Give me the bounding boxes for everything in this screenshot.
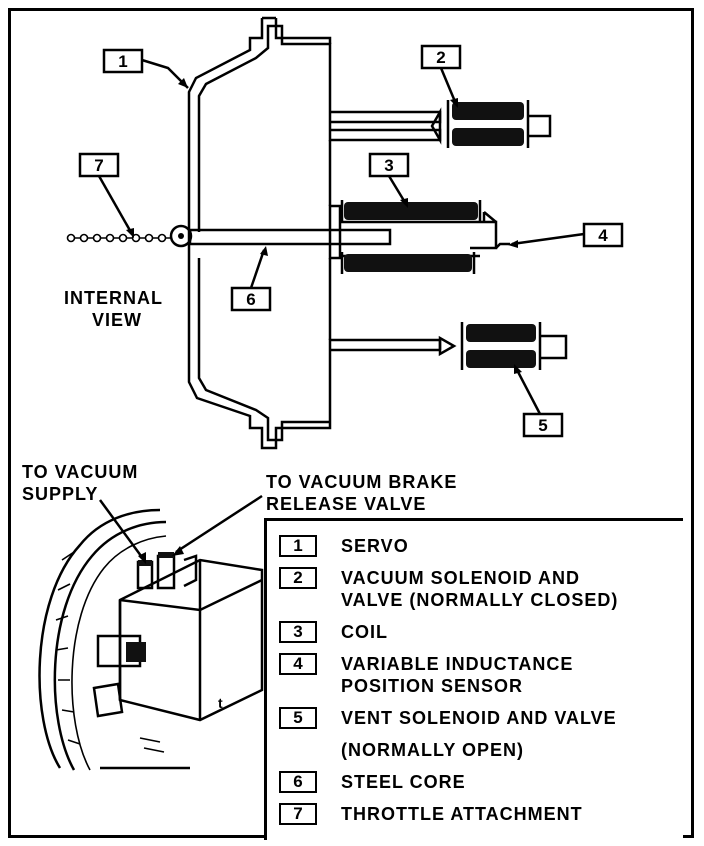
legend-item: 6 STEEL CORE (279, 771, 466, 793)
fastener-mark: t (218, 695, 223, 711)
legend-text: VENT SOLENOID AND VALVE (341, 708, 617, 728)
legend-item: 4 VARIABLE INDUCTANCE POSITION SENSOR (279, 653, 573, 697)
legend-item: 1 SERVO (279, 535, 409, 557)
svg-text:1: 1 (118, 52, 127, 71)
legend-text: VACUUM SOLENOID AND VALVE (NORMALLY CLOS… (341, 568, 619, 610)
legend-item: 5 VENT SOLENOID AND VALVE (279, 707, 617, 729)
legend-number: 4 (279, 653, 317, 675)
callout-5: 5 (514, 364, 564, 438)
legend-number: 7 (279, 803, 317, 825)
callout-1: 1 (102, 48, 189, 89)
callout-6: 6 (230, 246, 272, 312)
callout-3: 3 (368, 152, 410, 208)
legend-item: (NORMALLY OPEN) (279, 739, 524, 761)
legend-item: 2 VACUUM SOLENOID AND VALVE (NORMALLY CLO… (279, 567, 618, 611)
legend-text: STEEL CORE (341, 772, 466, 792)
legend-number: 6 (279, 771, 317, 793)
vacuum-solenoid (430, 100, 552, 148)
legend-panel: 1 SERVO 2 VACUUM SOLENOID AND VALVE (NORMAL… (264, 518, 683, 840)
to-vacuum-brake-label: TO VACUUM BRAKE RELEASE VALVE (266, 472, 463, 514)
callout-7: 7 (78, 152, 134, 238)
internal-view-line-1: INTERNAL (64, 288, 163, 308)
internal-view-line-2: VIEW (92, 310, 142, 330)
svg-text:7: 7 (94, 156, 103, 175)
legend-text: COIL (341, 622, 388, 642)
to-vacuum-supply-label: TO VACUUM SUPPLY (22, 462, 144, 504)
svg-text:5: 5 (538, 416, 547, 435)
callout-4: 4 (508, 222, 624, 248)
legend-number: 3 (279, 621, 317, 643)
external-view: t (38, 494, 264, 771)
legend-text: VARIABLE INDUCTANCE POSITION SENSOR (341, 654, 574, 696)
legend-item: 3 COIL (279, 621, 388, 643)
legend-item: 7 THROTTLE ATTACHMENT (279, 803, 583, 825)
svg-text:6: 6 (246, 290, 255, 309)
servo-housing (187, 16, 442, 450)
legend-text: (NORMALLY OPEN) (341, 740, 525, 760)
legend-number: 5 (279, 707, 317, 729)
legend-number: 2 (279, 567, 317, 589)
callout-2: 2 (420, 44, 462, 108)
coil (340, 200, 482, 274)
legend-number: 1 (279, 535, 317, 557)
throttle-chain (66, 224, 193, 248)
internal-view-label: INTERNAL VIEW (64, 288, 169, 330)
legend-text: THROTTLE ATTACHMENT (341, 804, 583, 824)
svg-text:2: 2 (436, 48, 445, 67)
vent-solenoid (438, 322, 568, 370)
svg-text:4: 4 (598, 226, 608, 245)
svg-text:3: 3 (384, 156, 393, 175)
legend-text: SERVO (341, 536, 409, 556)
